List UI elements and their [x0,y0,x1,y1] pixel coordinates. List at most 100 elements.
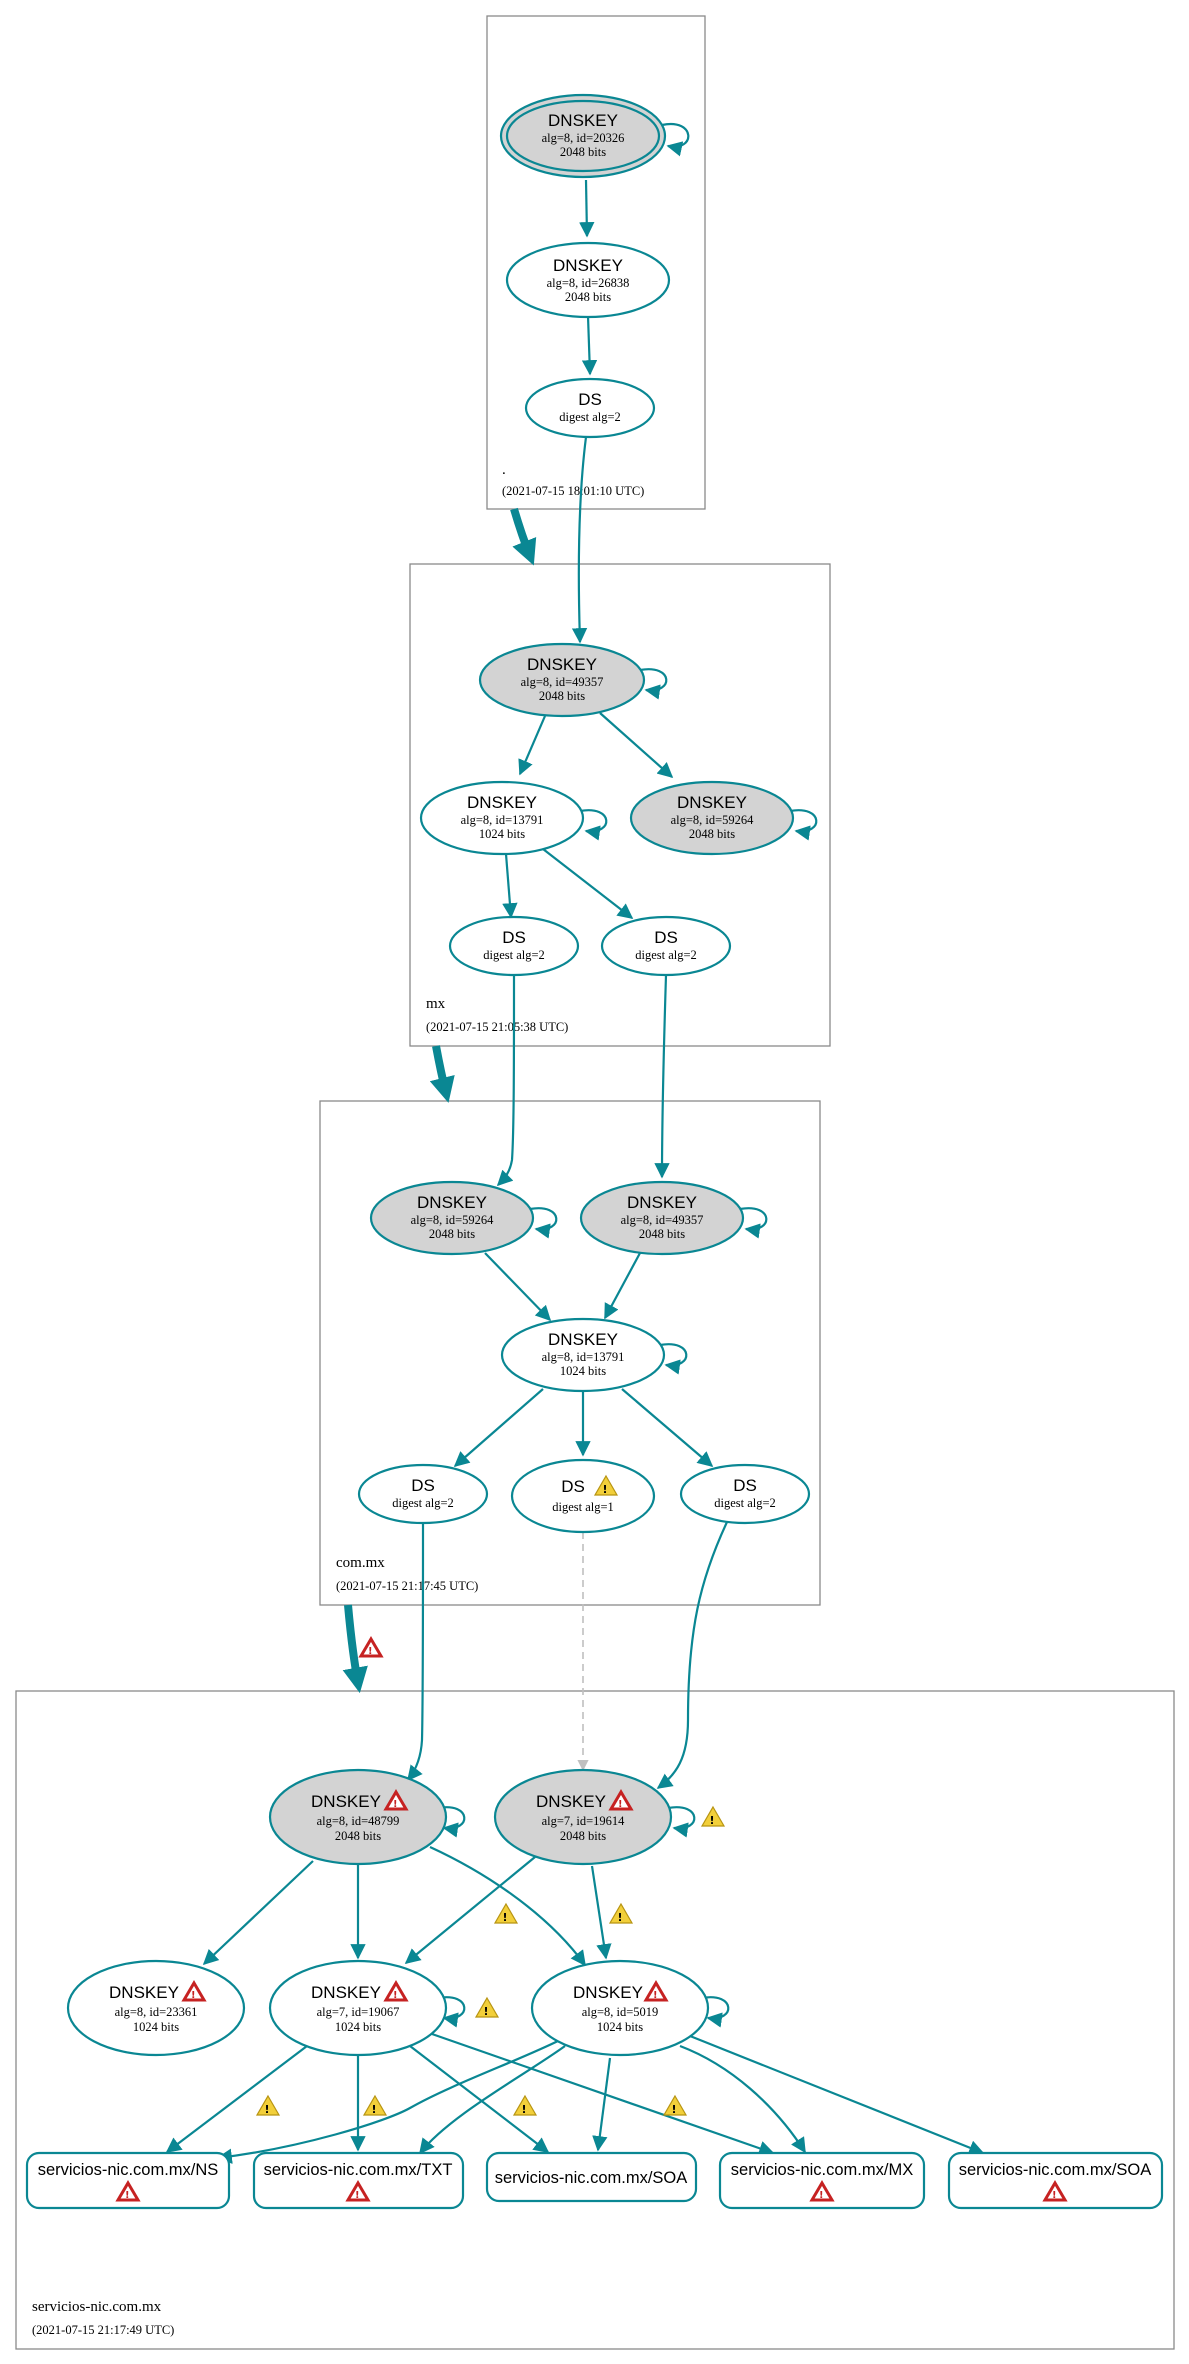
svg-text:!: ! [372,2103,377,2116]
dnskey-node-root-zsk[interactable]: DNSKEY alg=8, id=26838 2048 bits [505,241,671,319]
node-shape [510,1458,656,1534]
zone-label: servicios-nic.com.mx [32,2299,162,2315]
warning-icon: ! [593,1474,619,1496]
node-shape [679,1463,811,1525]
node-detail: 2048 bits [689,827,735,841]
node-title: DNSKEY [527,655,597,674]
error-icon: ! [383,1980,409,2002]
node-detail: 1024 bits [560,1364,606,1378]
node-detail: alg=8, id=59264 [671,813,755,827]
ds-node-mx-2[interactable]: DS digest alg=2 [600,915,732,977]
node-title: DNSKEY [548,1330,618,1349]
node-detail: 1024 bits [133,2020,179,2034]
edge [453,1388,544,1468]
rrset-ns[interactable]: servicios-nic.com.mx/NS ! [25,2151,231,2210]
edge [654,974,670,1179]
zone-label: com.mx [336,1555,385,1571]
node-shape [252,2151,465,2210]
zone-box [486,15,706,510]
node-title: DNSKEY [548,111,618,130]
ds-node-root[interactable]: DS digest alg=2 [524,377,656,439]
edge [518,715,547,776]
edge [590,1865,612,1960]
delegation-edge-commx-nic [342,1604,368,1694]
node-detail: digest alg=2 [714,1496,776,1510]
node-detail: 2048 bits [560,145,606,159]
dnskey-node-commx-ksk-59264[interactable]: DNSKEY alg=8, id=59264 2048 bits [369,1180,535,1256]
rrset-soa-2[interactable]: servicios-nic.com.mx/SOA ! [947,2151,1164,2210]
trust-anchor-ring [505,99,661,173]
rrset-txt[interactable]: servicios-nic.com.mx/TXT ! [252,2151,465,2210]
node-title: DNSKEY [627,1193,697,1212]
self-loop [789,809,818,841]
dnskey-node-nic-ksk-48799[interactable]: DNSKEY ! alg=8, id=48799 2048 bits [268,1768,448,1866]
dnskey-node-root-ksk[interactable]: DNSKEY alg=8, id=20326 2048 bits [499,93,667,179]
warning-icon: ! [255,2094,281,2116]
edge [429,1846,586,1967]
node-shape [448,915,580,977]
edge [571,436,588,644]
edge [165,2045,308,2153]
self-loop [659,1343,688,1375]
node-detail: 2048 bits [539,689,585,703]
edge [621,1388,714,1468]
dnskey-node-nic-ksk-19614[interactable]: DNSKEY ! alg=7, id=19614 2048 bits [493,1768,673,1866]
edge [409,2045,550,2153]
error-icon: ! [1042,2180,1068,2202]
self-loop [437,1806,466,1838]
self-loop [437,1996,466,2028]
dnskey-node-mx-ksk-59264[interactable]: DNSKEY alg=8, id=59264 2048 bits [629,780,795,856]
node-detail: alg=8, id=48799 [317,1814,400,1828]
edge [419,2045,566,2155]
warning-icon: ! [493,1902,519,1924]
node-shape [500,1317,666,1393]
rrset-soa-1[interactable]: servicios-nic.com.mx/SOA [485,2151,698,2203]
warning-icon: ! [512,2094,538,2116]
dnskey-node-nic-23361[interactable]: DNSKEY ! alg=8, id=23361 1024 bits [66,1959,246,2057]
ds-node-mx-1[interactable]: DS digest alg=2 [448,915,580,977]
node-shape [268,1959,448,2057]
dnskey-node-commx-zsk-13791[interactable]: DNSKEY alg=8, id=13791 1024 bits [500,1317,666,1393]
dnskey-node-nic-19067[interactable]: DNSKEY ! alg=7, id=19067 1024 bits [268,1959,448,2057]
self-loop [701,1996,730,2028]
node-detail: alg=8, id=13791 [461,813,544,827]
self-loop [579,809,608,841]
rrset-mx[interactable]: servicios-nic.com.mx/MX ! [718,2151,926,2210]
svg-text:!: ! [710,1814,715,1827]
svg-text:!: ! [191,1990,196,2001]
node-shape [600,915,732,977]
edge [216,2039,561,2164]
node-title: DS [411,1476,435,1495]
node-title: DNSKEY [553,256,623,275]
node-detail: 2048 bits [565,290,611,304]
zone-servicios-nic: servicios-nic.com.mx (2021-07-15 21:17:4… [15,1690,1175,2350]
node-detail: alg=8, id=5019 [582,2005,659,2019]
rrset-label: servicios-nic.com.mx/SOA [495,2169,688,2187]
svg-text:!: ! [603,1483,608,1496]
node-shape [478,642,646,718]
ds-node-commx-1[interactable]: DS digest alg=2 [357,1463,489,1525]
node-title: DS [578,390,602,409]
dnskey-node-nic-5019[interactable]: DNSKEY ! alg=8, id=5019 1024 bits [530,1959,710,2057]
self-loop [667,1806,696,1838]
node-shape [369,1180,535,1256]
svg-text:!: ! [265,2103,270,2116]
edge [592,2057,612,2152]
node-shape [505,241,671,319]
svg-text:!: ! [618,1799,623,1810]
node-detail: alg=8, id=20326 [542,131,625,145]
dnskey-node-mx-zsk-13791[interactable]: DNSKEY alg=8, id=13791 1024 bits [419,780,585,856]
zone-mx: mx (2021-07-15 21:05:38 UTC) [409,563,831,1047]
warning-icon: ! [608,1902,634,1924]
zone-box [409,563,831,1047]
ds-node-commx-2[interactable]: DS ! digest alg=1 [510,1458,656,1534]
dnskey-node-commx-ksk-49357[interactable]: DNSKEY alg=8, id=49357 2048 bits [579,1180,745,1256]
node-shape [66,1959,246,2057]
ds-node-commx-3[interactable]: DS digest alg=2 [679,1463,811,1525]
node-title: DNSKEY [311,1983,381,2002]
dnskey-node-mx-ksk-49357[interactable]: DNSKEY alg=8, id=49357 2048 bits [478,642,646,718]
node-title: DNSKEY [677,793,747,812]
node-title: DNSKEY [536,1792,606,1811]
edge [579,179,595,238]
